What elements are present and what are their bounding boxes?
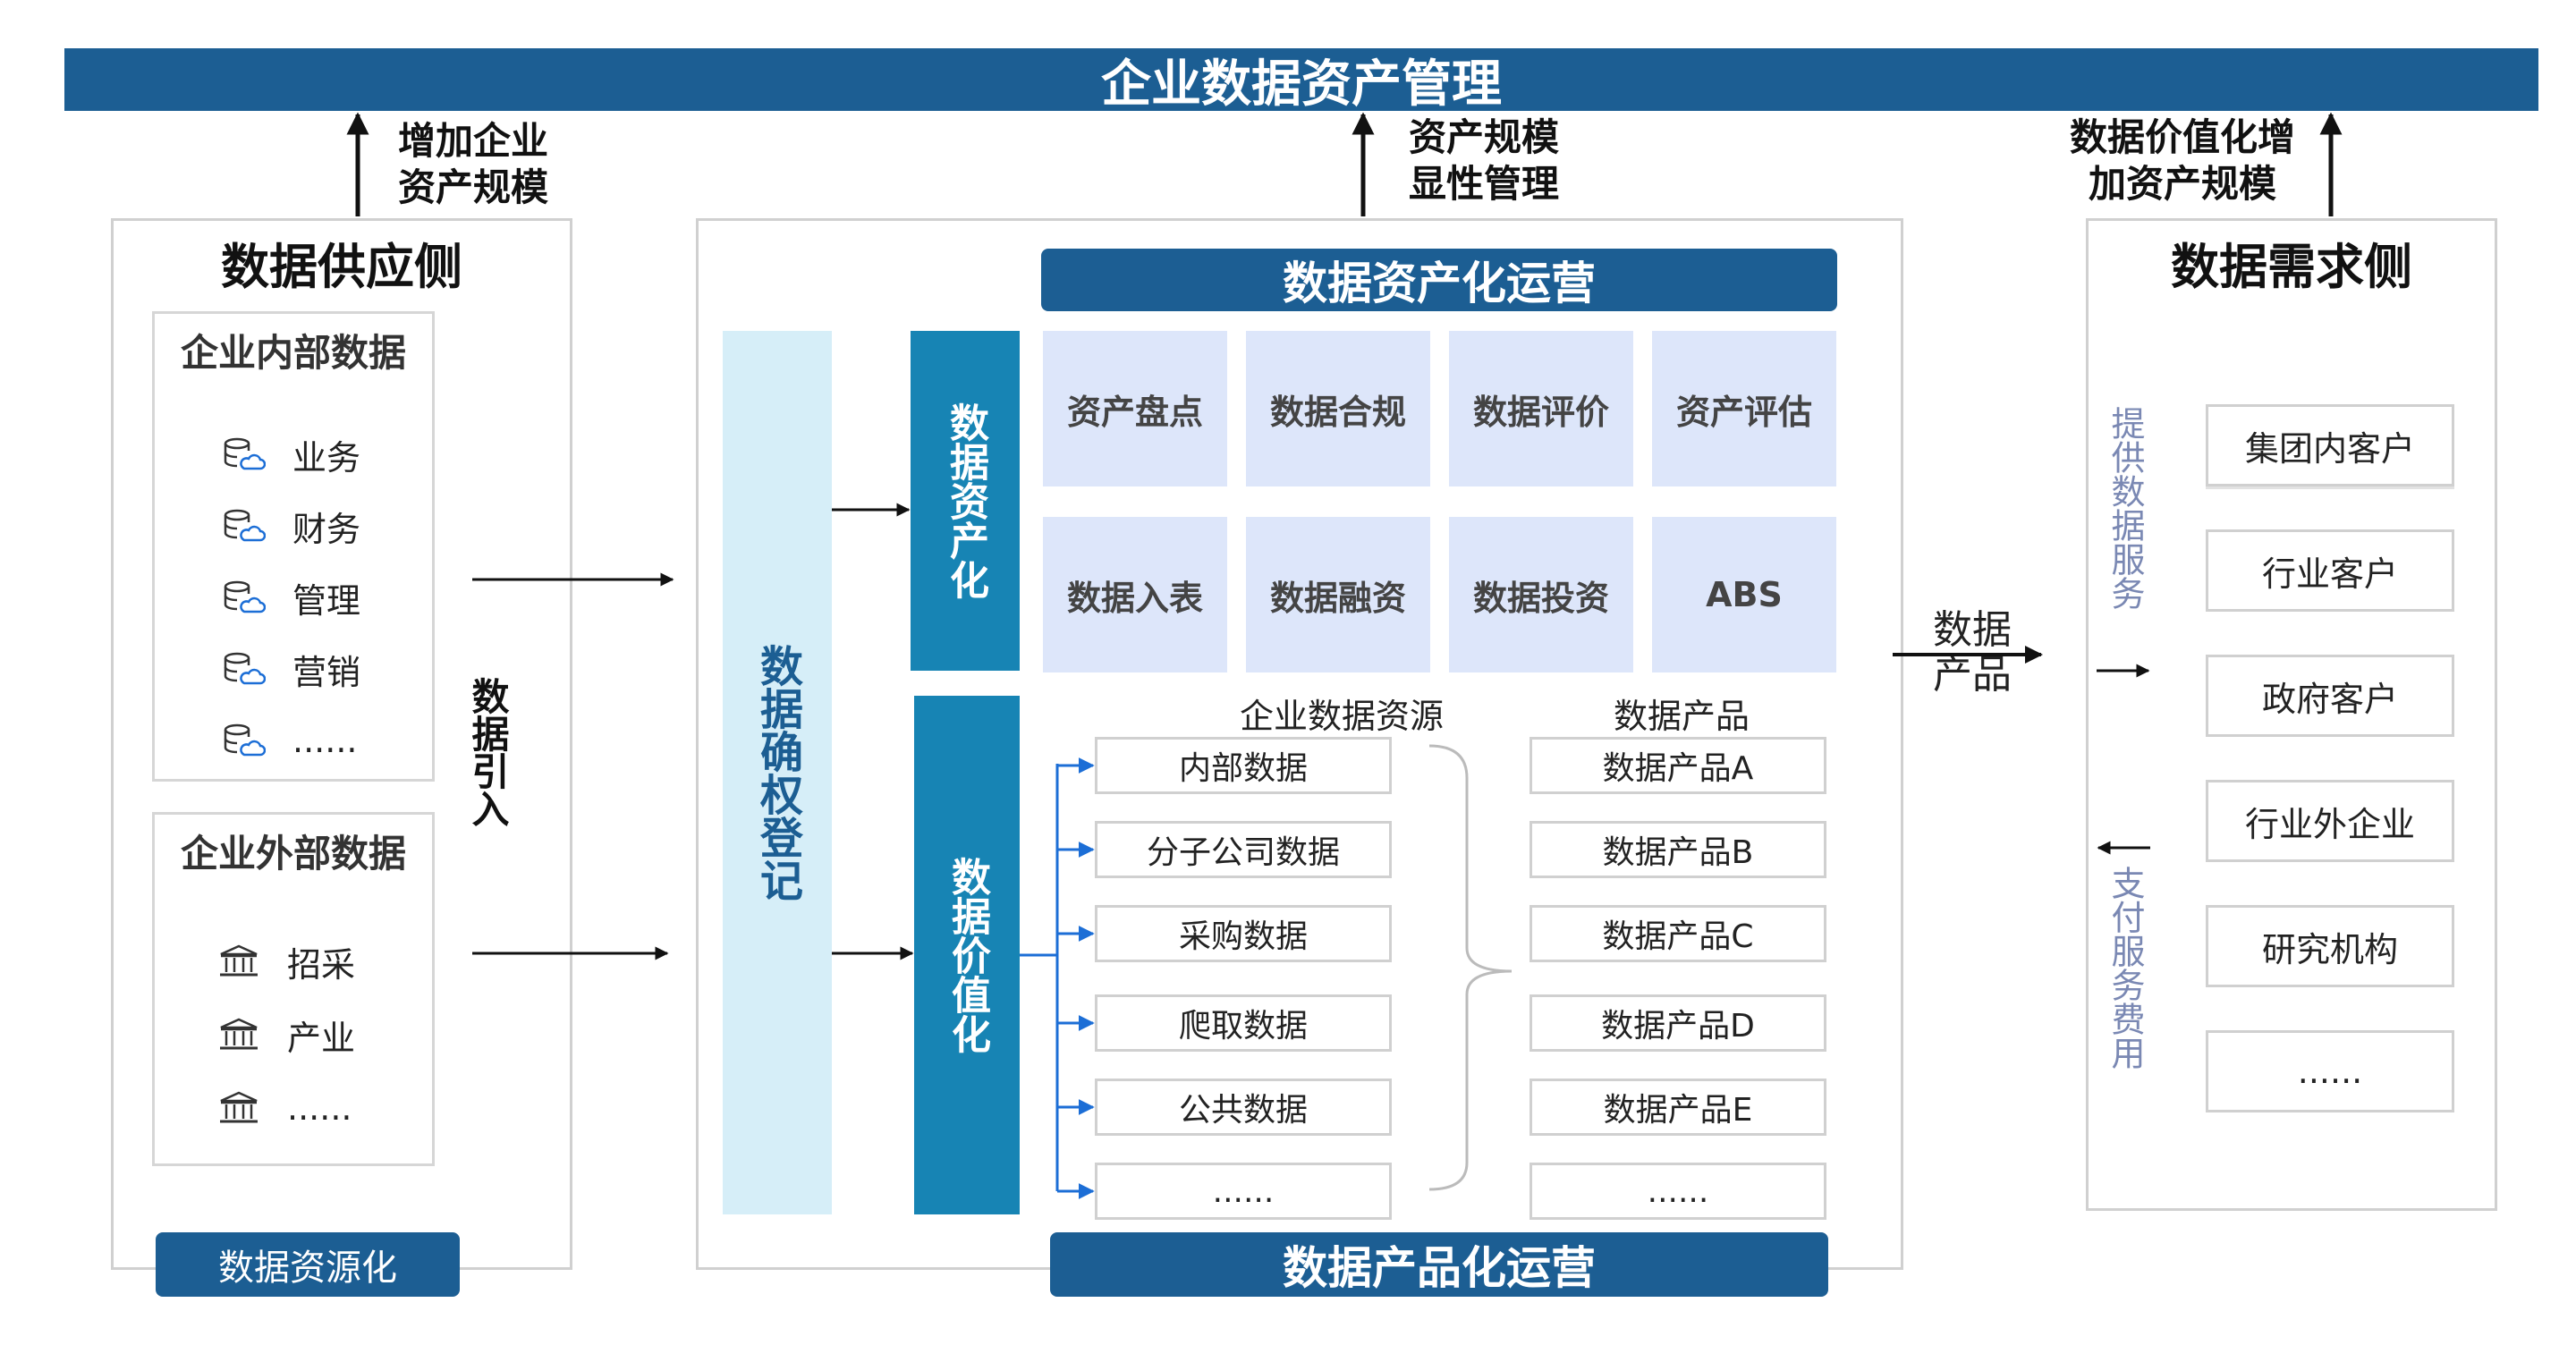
data-product-flow-label: 数据 产品 (1933, 607, 2012, 698)
bank-building-icon (217, 1017, 260, 1053)
database-cloud-icon (223, 436, 267, 472)
client-item: 政府客户 (2206, 655, 2454, 737)
supply-title: 数据供应侧 (221, 239, 462, 295)
pay-service-label: 支付服务费用 (2098, 866, 2152, 1070)
provide-service-label: 提供数据服务 (2098, 406, 2152, 610)
demand-title: 数据需求侧 (2171, 239, 2412, 295)
asset-tile: 数据评价 (1449, 331, 1633, 486)
top-title-bar: 企业数据资产管理 (64, 48, 2538, 114)
valorization-column: 数据价值化 (914, 696, 1020, 1214)
arrow-label-middle: 资产规模 显性管理 (1409, 115, 1560, 206)
resource-item: 分子公司数据 (1095, 821, 1392, 878)
product-operation-banner: 数据产品化运营 (1050, 1232, 1828, 1297)
internal-data-item: 营销 (223, 633, 432, 705)
external-data-box: 企业外部数据 招采产业...... (152, 812, 435, 1166)
page-title: 企业数据资产管理 (1101, 55, 1502, 114)
internal-data-item: ...... (223, 705, 432, 776)
client-item: 集团内客户 (2206, 404, 2454, 486)
product-item: 数据产品E (1530, 1079, 1826, 1136)
internal-data-item-label: 业务 (292, 437, 361, 478)
vertical-label: 数据引入 (466, 677, 510, 827)
bank-building-icon (217, 1090, 260, 1126)
external-data-item-label: ...... (287, 1088, 352, 1128)
resource-item: 公共数据 (1095, 1079, 1392, 1136)
product-item: ...... (1530, 1163, 1826, 1220)
asset-tile: 资产评估 (1652, 331, 1836, 486)
data-import-label: 数据引入 (456, 665, 519, 850)
external-data-item-label: 产业 (287, 1018, 356, 1058)
external-data-item: 产业 (217, 998, 432, 1071)
vertical-label: 数据资产化 (943, 402, 988, 599)
asset-tile: 资产盘点 (1043, 331, 1227, 486)
resources-header: 企业数据资源 (1239, 697, 1444, 736)
external-data-item: 招采 (217, 925, 432, 998)
client-item: 行业客户 (2206, 529, 2454, 612)
vertical-label: 数据确权登记 (752, 644, 802, 901)
external-data-item-label: 招采 (287, 944, 356, 985)
external-data-title: 企业外部数据 (180, 832, 406, 876)
product-item: 数据产品A (1530, 737, 1826, 794)
client-item: 行业外企业 (2206, 780, 2454, 862)
internal-data-item-label: 财务 (292, 509, 361, 549)
external-data-item: ...... (217, 1071, 432, 1145)
curly-brace (1428, 744, 1513, 1191)
asset-tile: 数据入表 (1043, 517, 1227, 672)
asset-tile: 数据合规 (1246, 331, 1430, 486)
internal-data-item: 业务 (223, 419, 432, 490)
internal-data-item: 财务 (223, 490, 432, 562)
vertical-label: 提供数据服务 (2106, 406, 2145, 610)
resource-item: 内部数据 (1095, 737, 1392, 794)
internal-data-item: 管理 (223, 562, 432, 633)
products-header: 数据产品 (1613, 697, 1750, 736)
asset-tile: 数据投资 (1449, 517, 1633, 672)
client-item: ...... (2206, 1030, 2454, 1112)
internal-data-item-label: ...... (292, 721, 358, 760)
resource-item: ...... (1095, 1163, 1392, 1220)
internal-data-title: 企业内部数据 (180, 331, 406, 375)
vertical-label: 数据价值化 (945, 857, 990, 1053)
product-item: 数据产品B (1530, 821, 1826, 878)
database-cloud-icon (223, 651, 267, 687)
internal-data-box: 企业内部数据 业务财务管理营销...... (152, 311, 435, 782)
asset-tile: 数据融资 (1246, 517, 1430, 672)
external-data-list: 招采产业...... (155, 925, 432, 1145)
client-item: 研究机构 (2206, 905, 2454, 987)
arrow-label-right: 数据价值化增 加资产规模 (2069, 115, 2295, 206)
arrow-label-left: 增加企业 资产规模 (398, 119, 549, 209)
product-item: 数据产品D (1530, 994, 1826, 1052)
assetization-column: 数据资产化 (911, 331, 1020, 671)
database-cloud-icon (223, 508, 267, 544)
asset-operation-banner: 数据资产化运营 (1041, 249, 1837, 311)
confirm-registration-column: 数据确权登记 (723, 331, 832, 1214)
resource-item: 采购数据 (1095, 905, 1392, 962)
bank-building-icon (217, 943, 260, 979)
internal-data-item-label: 营销 (292, 652, 361, 692)
asset-tile: ABS (1652, 517, 1836, 672)
resource-item: 爬取数据 (1095, 994, 1392, 1052)
database-cloud-icon (223, 579, 267, 615)
data-resourcing-button[interactable]: 数据资源化 (156, 1232, 460, 1297)
product-item: 数据产品C (1530, 905, 1826, 962)
internal-data-list: 业务财务管理营销...... (155, 419, 432, 776)
vertical-label: 支付服务费用 (2106, 866, 2145, 1070)
database-cloud-icon (223, 723, 267, 758)
internal-data-item-label: 管理 (292, 580, 361, 621)
